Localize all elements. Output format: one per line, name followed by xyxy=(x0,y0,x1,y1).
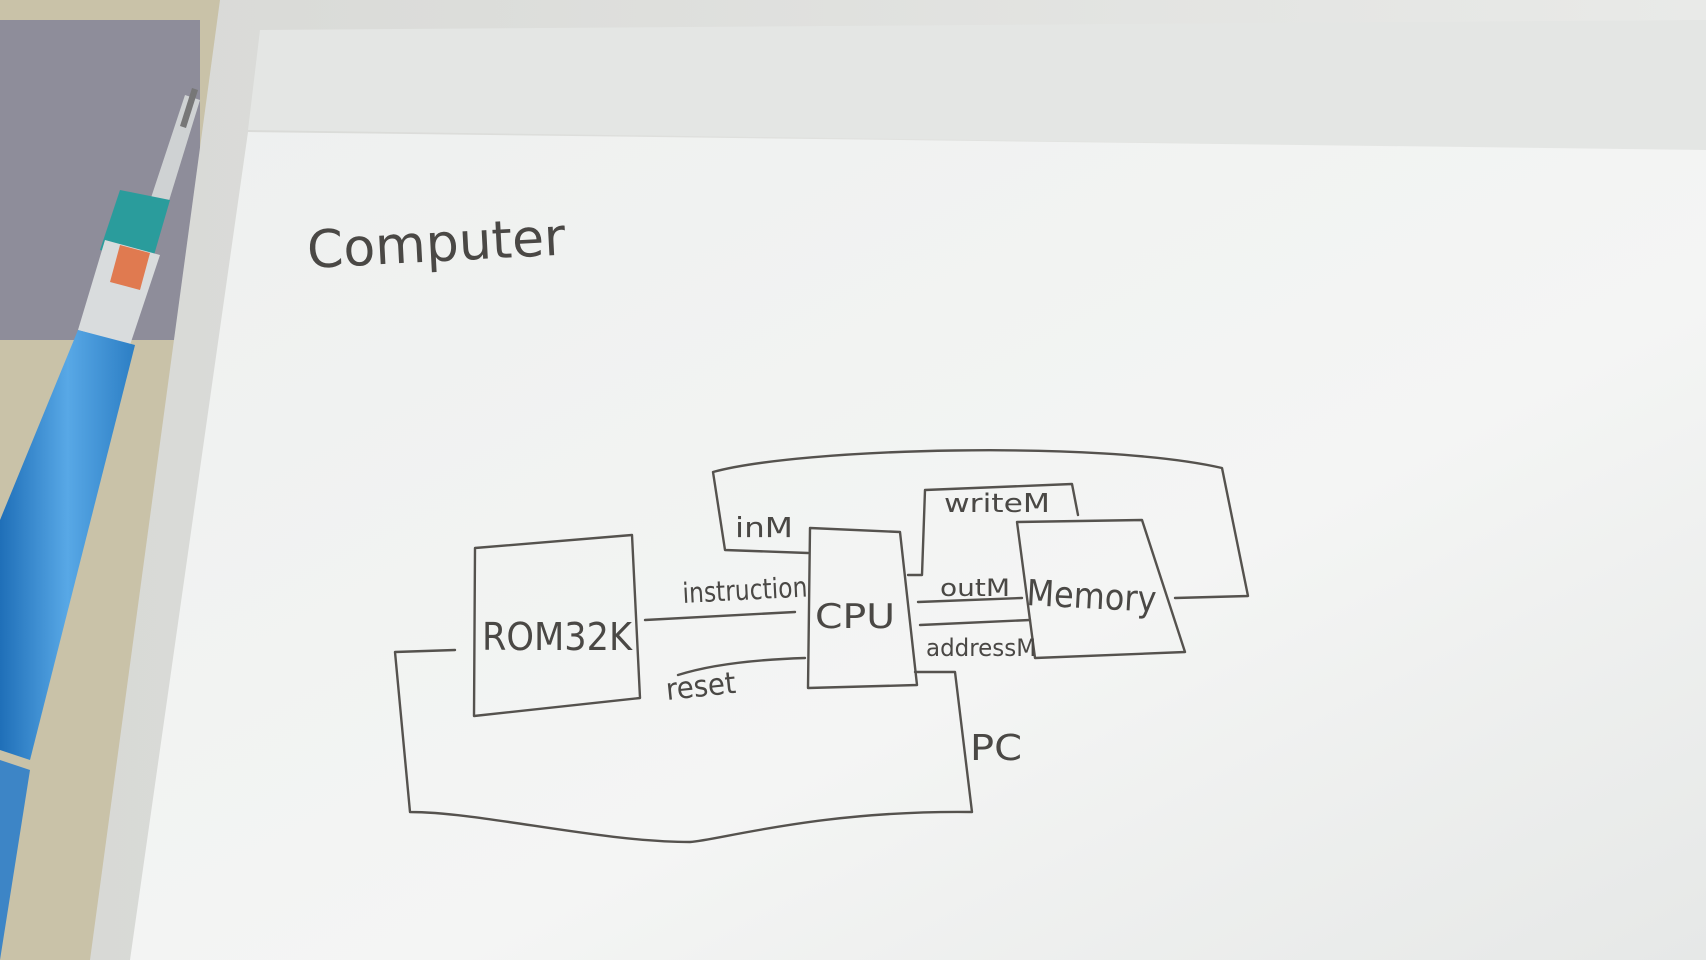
addressm-label: addressM xyxy=(926,634,1036,662)
instruction-wire xyxy=(643,610,797,622)
addressm-wire xyxy=(918,618,1032,627)
cpu-label: CPU xyxy=(815,597,895,637)
block-diagram xyxy=(393,449,1250,844)
writem-label: writeM xyxy=(944,489,1050,519)
inm-label: inM xyxy=(735,511,793,544)
reset-wire xyxy=(676,656,807,677)
pc-wire xyxy=(393,648,974,844)
rom-label: ROM32K xyxy=(482,615,633,659)
pc-label: PC xyxy=(970,728,1022,769)
rom-box xyxy=(472,533,642,718)
outm-label: outM xyxy=(940,574,1010,602)
outm-wire xyxy=(916,596,1024,604)
instruction-label: instruction xyxy=(682,570,809,609)
memory-box xyxy=(1015,518,1187,660)
inm-wire xyxy=(711,449,1250,600)
writem-wire xyxy=(906,482,1080,577)
cpu-box xyxy=(806,526,919,690)
reset-label: reset xyxy=(664,666,737,708)
pencil xyxy=(0,88,200,960)
diagram-title: Computer xyxy=(306,208,568,281)
back-sheet-edge xyxy=(248,20,1706,150)
paper-sheet xyxy=(130,132,1706,960)
memory-label: Memory xyxy=(1026,573,1158,621)
